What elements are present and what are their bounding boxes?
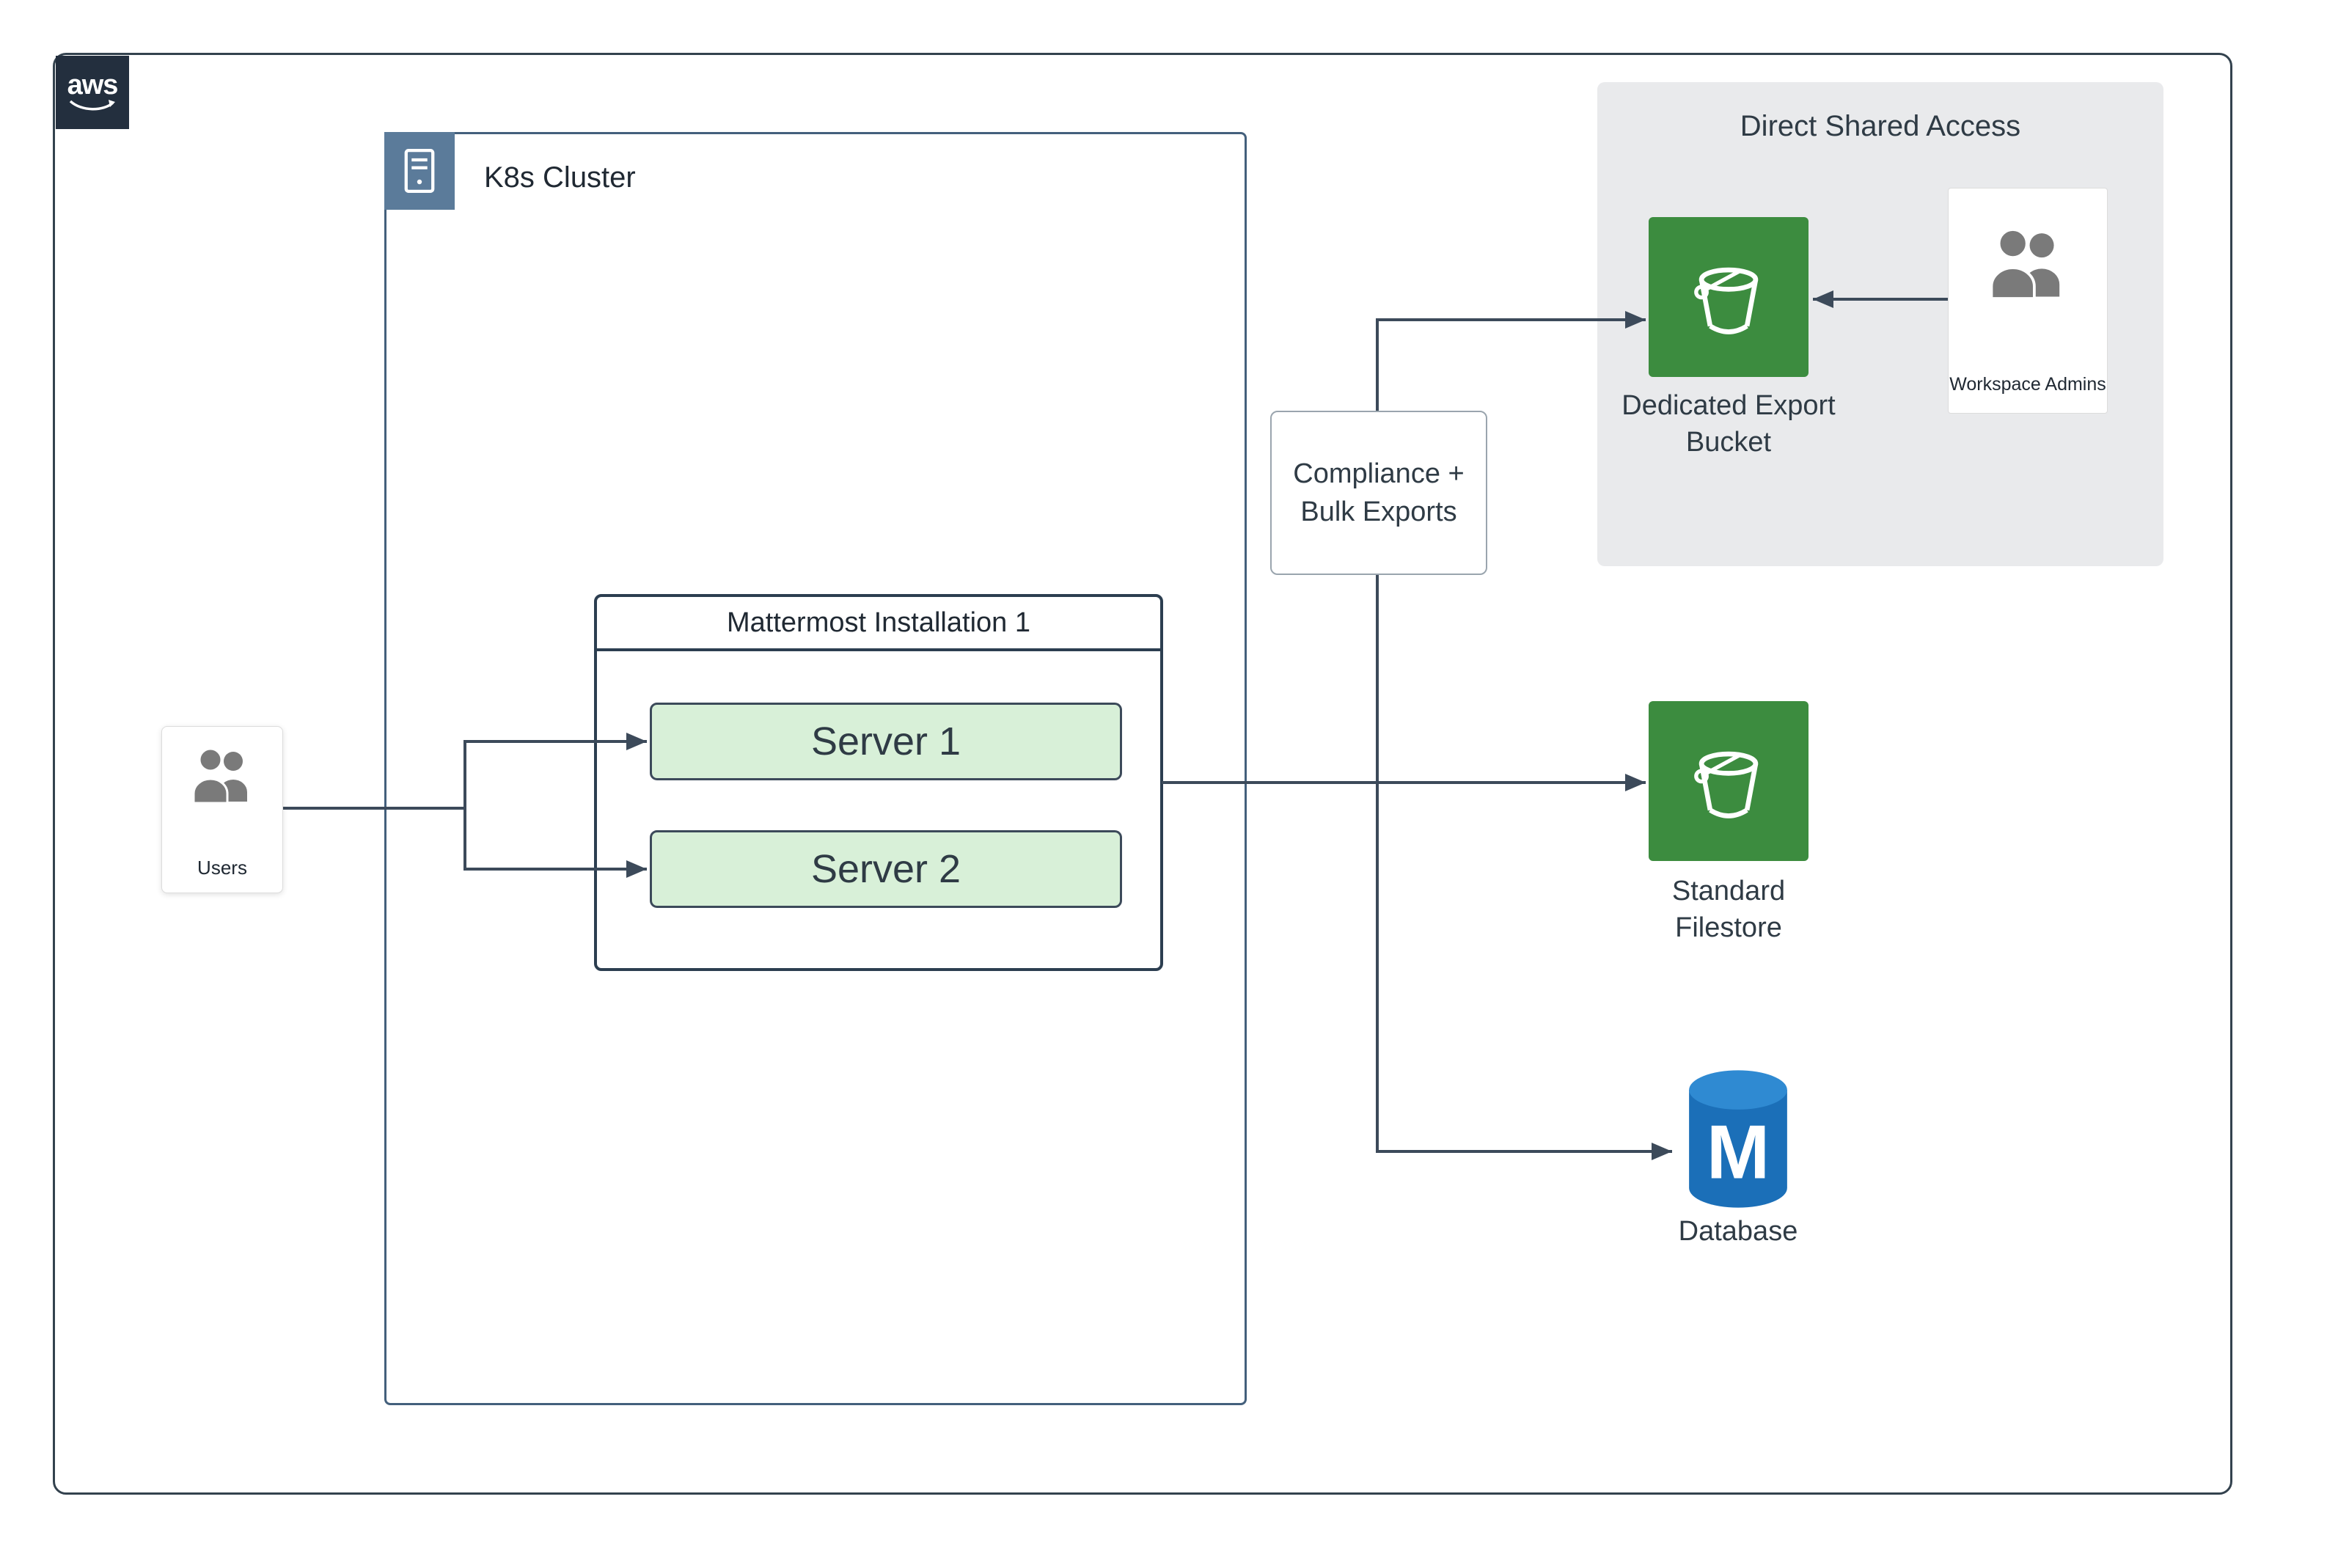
k8s-cluster-box [384,132,1247,1405]
dedicated-export-bucket-label: Dedicated Export Bucket [1621,390,1836,458]
s3-bucket-icon [1694,267,1759,334]
server-1-node: Server 1 [650,703,1122,780]
compliance-bulk-exports-box: Compliance + Bulk Exports [1270,411,1487,575]
mattermost-title-divider [594,648,1163,651]
users-icon [192,749,247,803]
database-label: Database [1678,1216,1798,1247]
server-rack-icon [404,149,435,193]
k8s-cluster-badge [384,132,455,210]
dedicated-export-bucket-icon [1649,217,1809,377]
mattermost-installation-title: Mattermost Installation 1 [727,607,1030,638]
s3-bucket-icon [1694,751,1759,818]
direct-shared-access-title: Direct Shared Access [1740,110,2021,142]
workspace-admins-label: Workspace Admins [1949,374,2106,395]
standard-filestore-icon [1649,701,1809,861]
users-node: Users [161,726,283,893]
database-letter: M [1707,1110,1770,1195]
compliance-line2: Bulk Exports [1300,497,1457,527]
database-cylinder-icon: M [1689,1070,1787,1208]
k8s-cluster-label: K8s Cluster [484,161,636,194]
aws-logo-text: aws [67,70,119,100]
workspace-admins-node: Workspace Admins [1948,188,2108,414]
database-icon: M [1676,1060,1800,1217]
standard-filestore-label: Standard Filestore [1671,876,1786,943]
users-label: Users [197,857,247,879]
aws-smile-icon [69,100,115,111]
aws-logo: aws [56,56,129,129]
workspace-admins-icon [1990,230,2060,298]
server-2-node: Server 2 [650,830,1122,908]
diagram-frame [53,53,2232,1495]
compliance-line1: Compliance + [1293,458,1465,489]
